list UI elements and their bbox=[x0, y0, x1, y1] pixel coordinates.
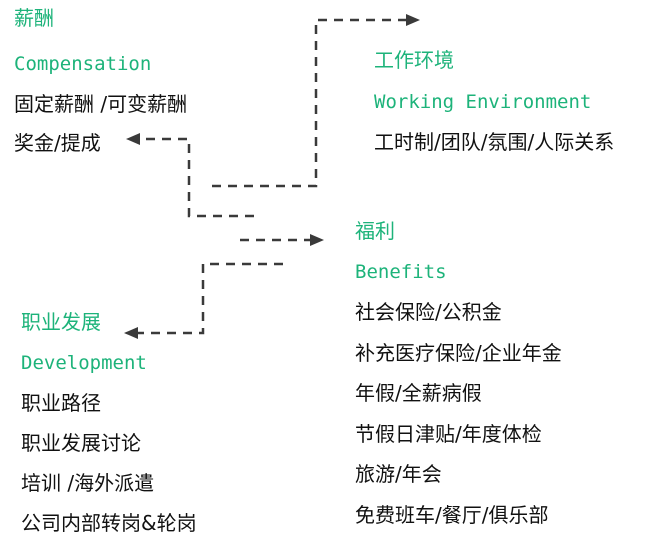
development-subtitle: Development bbox=[21, 352, 147, 374]
benefits-item: 免费班车/餐厅/俱乐部 bbox=[355, 503, 549, 527]
connector-to-compensation bbox=[140, 137, 254, 218]
benefits-item: 补充医疗保险/企业年金 bbox=[355, 341, 562, 365]
benefits-item: 节假日津贴/年度体检 bbox=[355, 422, 542, 446]
development-item: 公司内部转岗&轮岗 bbox=[21, 511, 197, 535]
benefits-subtitle: Benefits bbox=[355, 261, 447, 283]
benefits-item: 旅游/年会 bbox=[355, 462, 442, 486]
connector-to-environment bbox=[212, 18, 408, 188]
connector-to-development bbox=[138, 262, 283, 335]
compensation-title: 薪酬 bbox=[14, 6, 54, 30]
development-item: 职业发展讨论 bbox=[21, 431, 141, 455]
compensation-item: 固定薪酬 /可变薪酬 bbox=[14, 92, 188, 116]
arrow-to-benefits-icon bbox=[310, 234, 324, 246]
development-item: 培训 /海外派遣 bbox=[21, 471, 155, 495]
benefits-item: 年假/全薪病假 bbox=[355, 381, 482, 405]
environment-title: 工作环境 bbox=[374, 48, 454, 72]
development-item: 职业路径 bbox=[21, 391, 101, 415]
benefits-item: 社会保险/公积金 bbox=[355, 300, 502, 324]
compensation-subtitle: Compensation bbox=[14, 53, 152, 75]
arrow-to-environment-icon bbox=[406, 14, 420, 26]
development-title: 职业发展 bbox=[21, 310, 101, 334]
arrow-to-development-icon bbox=[124, 327, 138, 339]
arrow-to-compensation-icon bbox=[126, 133, 140, 145]
environment-item: 工时制/团队/氛围/人际关系 bbox=[374, 130, 615, 154]
environment-subtitle: Working Environment bbox=[374, 91, 592, 113]
compensation-item: 奖金/提成 bbox=[14, 131, 101, 155]
benefits-title: 福利 bbox=[355, 219, 395, 243]
